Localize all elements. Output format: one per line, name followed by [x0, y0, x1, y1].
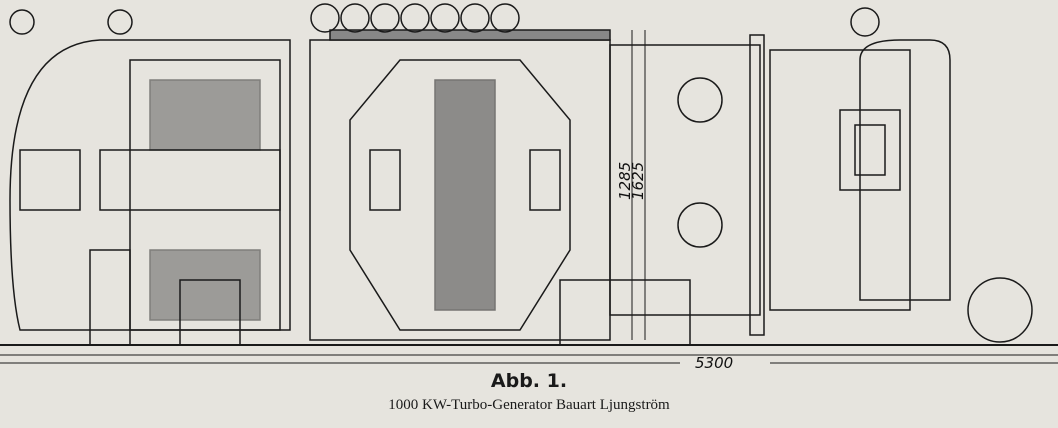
turbine-rotor	[434, 79, 496, 311]
figure-number: Abb. 1.	[490, 370, 568, 392]
figure-caption: 1000 KW-Turbo-Generator Bauart Ljungströ…	[388, 397, 670, 413]
foundation-wheel	[967, 277, 1033, 343]
dimension-overall-length: 5300	[695, 354, 733, 372]
exciter	[769, 49, 911, 311]
generator-housing-left	[9, 39, 291, 331]
steam-pipes	[310, 3, 520, 33]
turbo-generator-drawing: 5300 1285 1625	[0, 3, 1058, 372]
dimension-height-inner: 1285	[616, 162, 634, 200]
dimension-height-outer: 1625	[629, 162, 647, 200]
right-casing	[609, 44, 761, 316]
